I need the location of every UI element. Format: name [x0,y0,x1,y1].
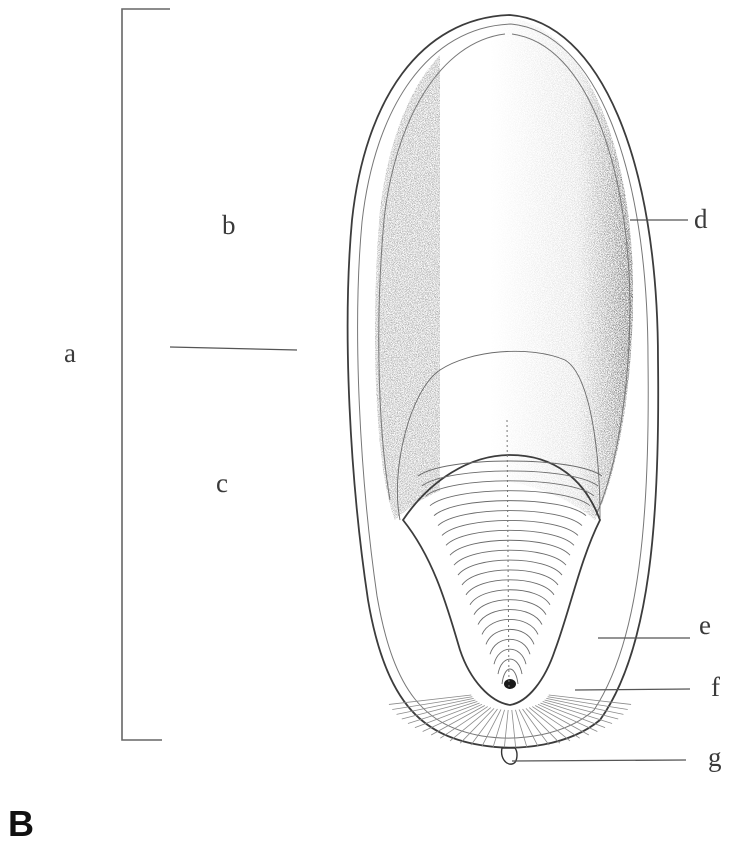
embryo-contour-line [446,530,574,545]
embryo-contour-line [438,511,582,526]
label-c: c [216,468,228,498]
embryo-tip [504,679,516,689]
scutellum-ray [392,697,472,710]
scutellum-ray [482,709,501,746]
scutellum-ray [471,709,498,745]
embryo-contour-line [470,590,550,605]
embryo-contour-line [466,580,554,595]
embryo-contour-line [498,659,522,674]
embryo-contour-line [478,610,542,625]
bracket-a [122,9,297,740]
scutellum-ray [504,710,508,748]
scutellum-ray [402,700,476,719]
label-b: b [222,210,236,240]
scutellum-ray [415,703,480,728]
embryo-contour-line [490,639,530,654]
scutellum-ray [519,709,538,746]
scutellum-rays [389,695,631,748]
embryo-contour-line [462,570,558,585]
embryo-contour-line [482,619,538,634]
embryo-contour-line [458,560,562,575]
label-e: e [699,610,711,640]
scutellum-ray [512,710,516,748]
scutellum-ray [523,709,550,745]
scutellum-ray [515,710,527,748]
label-a: a [64,338,76,368]
embryo-contour-line [450,540,570,555]
label-g: g [708,742,722,772]
embryo-contour-line [474,600,546,615]
label-f: f [711,672,720,702]
embryo-contour-line [486,629,534,644]
stalk [502,748,517,764]
scutellum-ray [493,710,505,748]
embryo-contour-line [442,520,578,535]
embryo-contour-line [454,550,566,565]
scutellum-ray [548,697,628,710]
panel-letter: B [8,803,34,844]
embryo-contour-line [494,649,526,664]
embryo-contour-line [434,501,586,516]
endosperm-shading [370,10,650,530]
scutellum-ray [538,704,597,731]
scutellum-ray [450,708,491,741]
label-d: d [694,204,708,234]
scutellum-ray [549,695,631,704]
